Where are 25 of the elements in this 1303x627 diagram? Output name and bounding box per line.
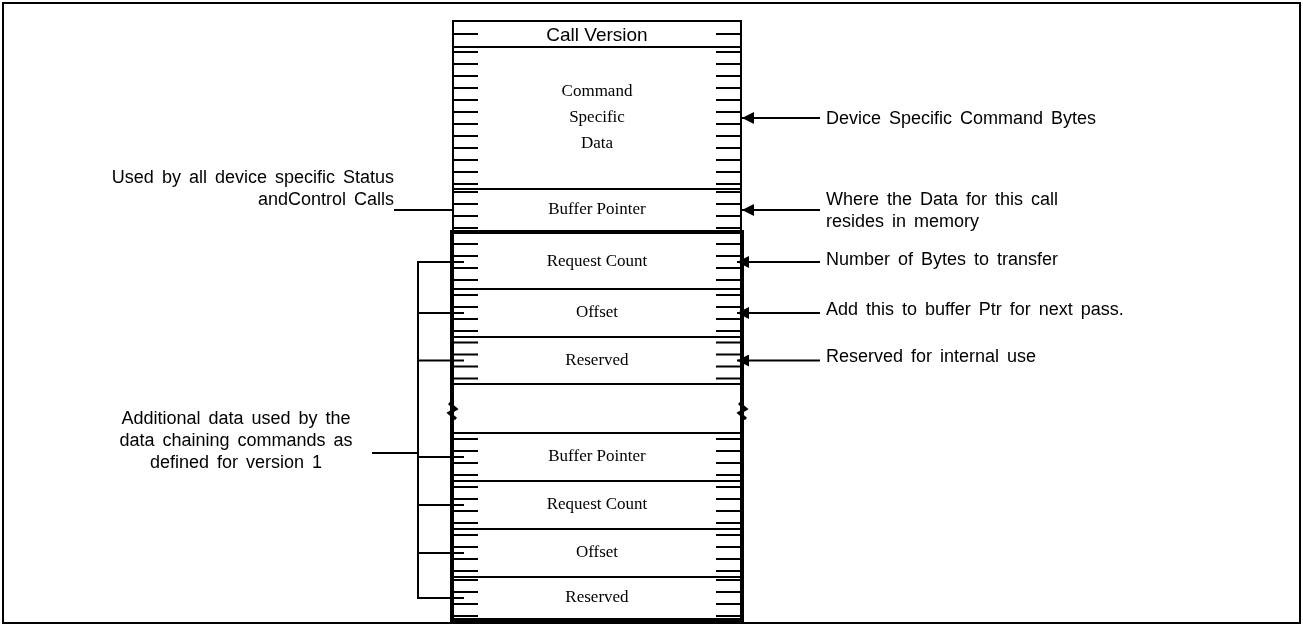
leader-line: [393, 209, 453, 211]
leader-line: [371, 452, 465, 599]
chaining-block: [450, 230, 744, 624]
memory-field: Reserved: [454, 576, 740, 620]
annotation-text: Add this to buffer Ptr for next pass.: [826, 298, 1186, 320]
annotation-text: Where the Data for this call resides in memory: [826, 188, 1116, 232]
arrow: [736, 256, 821, 268]
memory-field: Command Specific Data: [452, 46, 742, 190]
memory-field: Request Count: [454, 234, 740, 290]
memory-field: Call Version: [452, 20, 742, 48]
memory-field: Request Count: [454, 480, 740, 530]
annotation-text: Number of Bytes to transfer: [826, 248, 1126, 270]
memory-field: Offset: [454, 528, 740, 578]
memory-field: Buffer Pointer: [452, 188, 742, 232]
memory-field: Buffer Pointer: [454, 432, 740, 482]
annotation-text: Device Specific Command Bytes: [826, 107, 1126, 129]
annotation-text: Reserved for internal use: [826, 345, 1126, 367]
memory-field: Reserved: [454, 336, 740, 385]
arrow: [741, 204, 821, 216]
annotation-text: Used by all device specific Status andControl Calls: [84, 166, 394, 210]
memory-field: Offset: [454, 288, 740, 338]
annotation-text: Additional data used by the data chaining commands as defined for version 1: [100, 407, 372, 473]
arrow: [736, 307, 821, 319]
arrow: [741, 112, 821, 124]
arrow: [736, 354, 821, 367]
